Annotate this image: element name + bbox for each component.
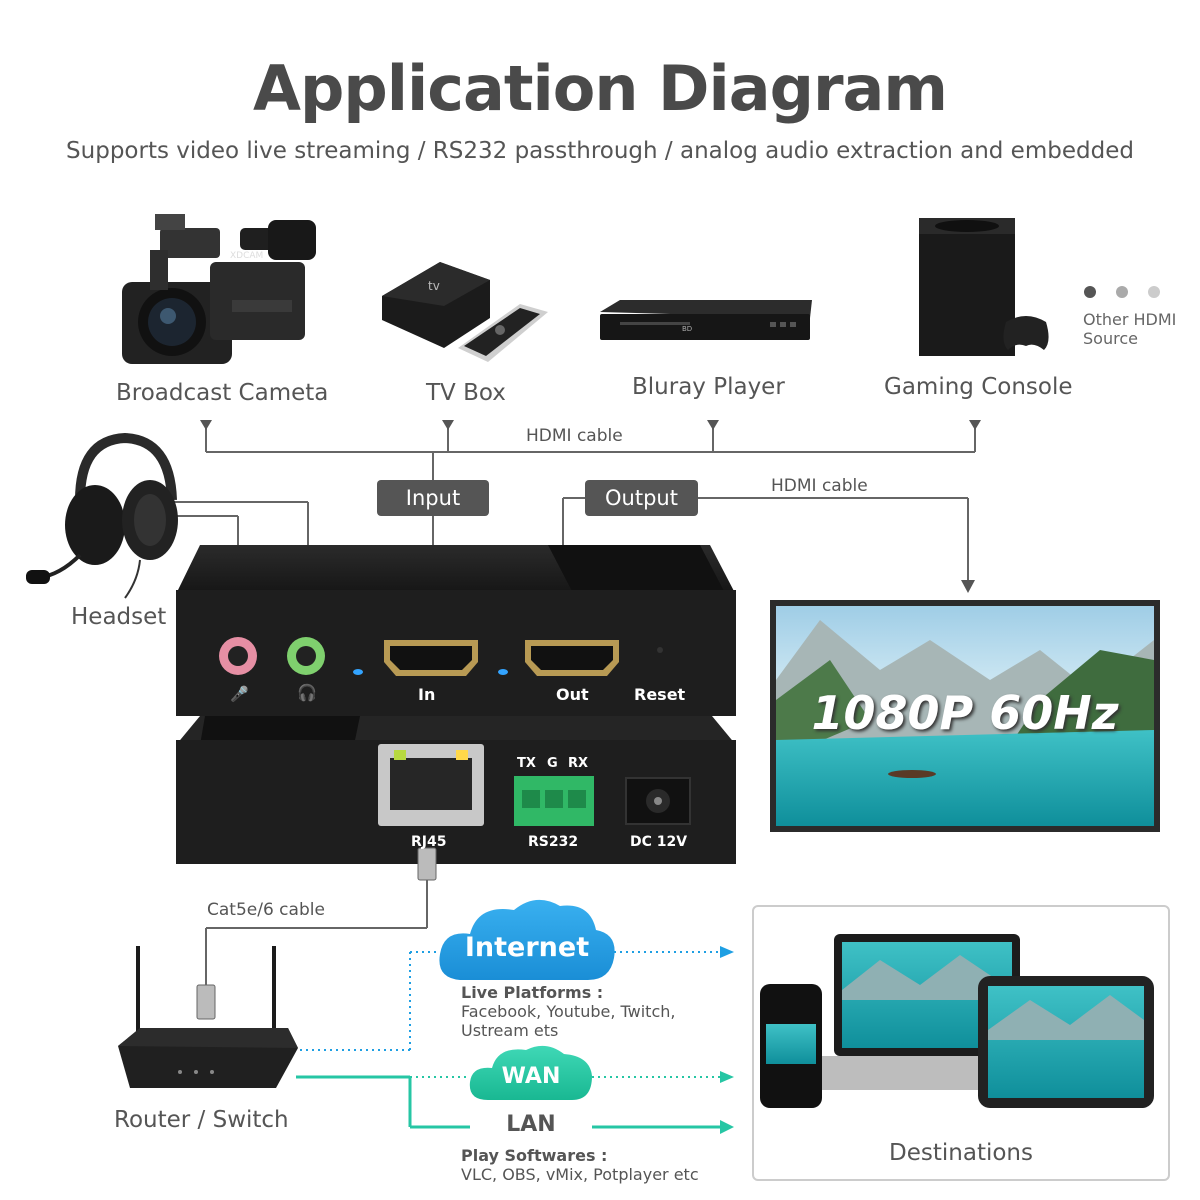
lan-label: LAN — [506, 1112, 556, 1137]
port-label-reset: Reset — [634, 685, 686, 704]
rs232-rx-label: RX — [568, 756, 589, 771]
display-screen — [770, 600, 1160, 832]
hdmi-cable-label-right: HDMI cable — [771, 476, 868, 496]
bluray-player-image: BD — [600, 300, 812, 340]
cat-cable-line — [205, 880, 428, 985]
mic-icon: 🎤 — [230, 685, 249, 703]
source-label-camera: Broadcast Cameta — [116, 380, 329, 406]
hdmi-cable-label-top: HDMI cable — [526, 426, 623, 446]
lan-arrow — [720, 1120, 734, 1134]
port-label-rj45: RJ45 — [411, 834, 447, 850]
other-hdmi-line2: Source — [1083, 329, 1138, 348]
internet-arrow — [720, 946, 734, 958]
internet-label: Internet — [464, 932, 590, 963]
rj45-plugs — [196, 847, 437, 1020]
input-pill: Input — [377, 480, 489, 516]
destinations-label: Destinations — [889, 1140, 1033, 1166]
router-image — [118, 946, 298, 1088]
other-hdmi-source: Other HDMI Source — [1083, 310, 1200, 348]
router-label: Router / Switch — [114, 1107, 289, 1133]
source-label-bluray: Bluray Player — [632, 374, 785, 400]
play-softwares-line: VLC, OBS, vMix, Potplayer etc — [461, 1165, 699, 1184]
svg-text:tv: tv — [428, 279, 440, 293]
broadcast-camera-image: XDCAM — [122, 214, 316, 364]
port-label-dc: DC 12V — [630, 834, 688, 850]
port-label-out: Out — [556, 685, 589, 704]
camera-brand: XDCAM — [230, 251, 263, 261]
source-label-tv-box: TV Box — [426, 380, 506, 406]
internet-cloud-shape — [439, 899, 615, 980]
wan-label: WAN — [501, 1064, 561, 1089]
rs232-tx-label: TX — [517, 756, 536, 771]
headset-label: Headset — [71, 604, 167, 630]
encoder-front-panel — [176, 545, 736, 716]
rs232-g-label: G — [547, 756, 558, 771]
wan-cloud-shape — [469, 1045, 592, 1100]
play-softwares-title: Play Softwares : — [461, 1146, 608, 1165]
internet-dotted-line — [300, 951, 722, 1051]
cat-cable-label: Cat5e/6 cable — [207, 900, 325, 920]
hdmi-bus-arrows — [200, 420, 981, 593]
tv-box-image: tv — [382, 262, 548, 362]
svg-text:BD: BD — [682, 325, 692, 333]
port-label-in: In — [418, 685, 436, 704]
page-subtitle: Supports video live streaming / RS232 pa… — [66, 138, 1134, 164]
port-label-rs232: RS232 — [528, 834, 579, 850]
more-sources-dots — [1084, 286, 1160, 298]
encoder-back-panel — [176, 716, 736, 864]
other-hdmi-line1: Other HDMI — [1083, 310, 1177, 329]
source-label-gaming: Gaming Console — [884, 374, 1073, 400]
lan-solid-line — [296, 1075, 722, 1129]
headset-image — [26, 432, 178, 599]
live-platforms-line2: Ustream ets — [461, 1021, 559, 1040]
page-title: Application Diagram — [253, 52, 948, 125]
display-resolution-text: 1080P 60Hz — [811, 686, 1119, 740]
live-platforms-title: Live Platforms : — [461, 983, 604, 1002]
gaming-console-image — [919, 218, 1049, 356]
headphone-icon: 🎧 — [297, 683, 317, 702]
destinations-box — [752, 905, 1170, 1181]
output-pill: Output — [585, 480, 698, 516]
destination-devices — [760, 934, 1154, 1108]
wan-arrow — [720, 1071, 734, 1083]
live-platforms-line1: Facebook, Youtube, Twitch, — [461, 1002, 676, 1021]
